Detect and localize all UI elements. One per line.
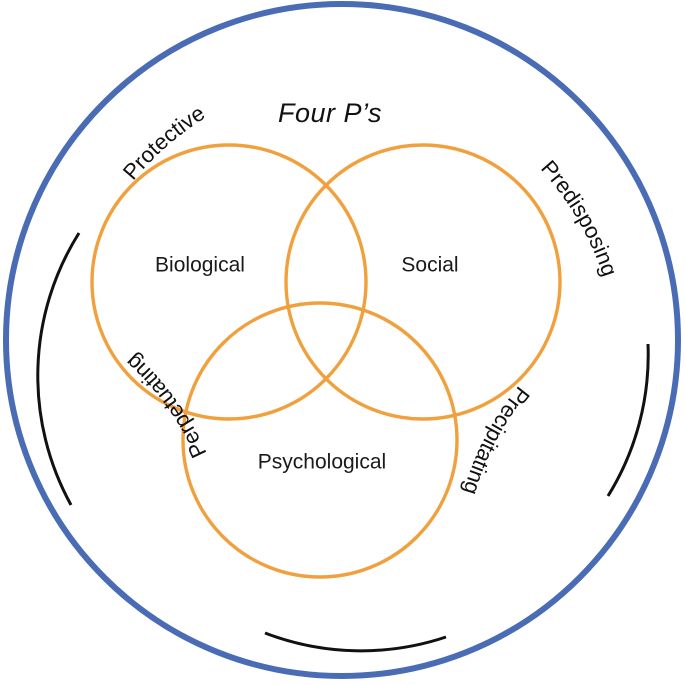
venn-circle-group bbox=[90, 143, 562, 579]
ring-label-perpetuating: Perpetuating bbox=[120, 349, 211, 462]
venn-circle-social bbox=[284, 143, 562, 421]
bracket-arc-bottom bbox=[264, 631, 447, 653]
bracket-arc-right bbox=[606, 343, 650, 497]
ring-label-protective: Protective bbox=[118, 100, 209, 184]
venn-label-psychological: Psychological bbox=[258, 451, 386, 474]
ring-label-protective-text: Protective bbox=[118, 100, 209, 184]
ring-label-perpetuating-text: Perpetuating bbox=[120, 349, 211, 462]
ring-label-predisposing-text: Predisposing bbox=[536, 155, 622, 279]
outer-ring-circle bbox=[3, 1, 681, 679]
venn-label-social: Social bbox=[401, 254, 458, 277]
venn-label-biological: Biological bbox=[155, 254, 245, 277]
bracket-arc-left bbox=[36, 232, 81, 506]
ring-label-predisposing: Predisposing bbox=[536, 155, 622, 279]
venn-circle-psychological bbox=[181, 301, 459, 579]
venn-circle-biological bbox=[90, 143, 368, 421]
diagram-title: Four P’s bbox=[278, 98, 382, 128]
